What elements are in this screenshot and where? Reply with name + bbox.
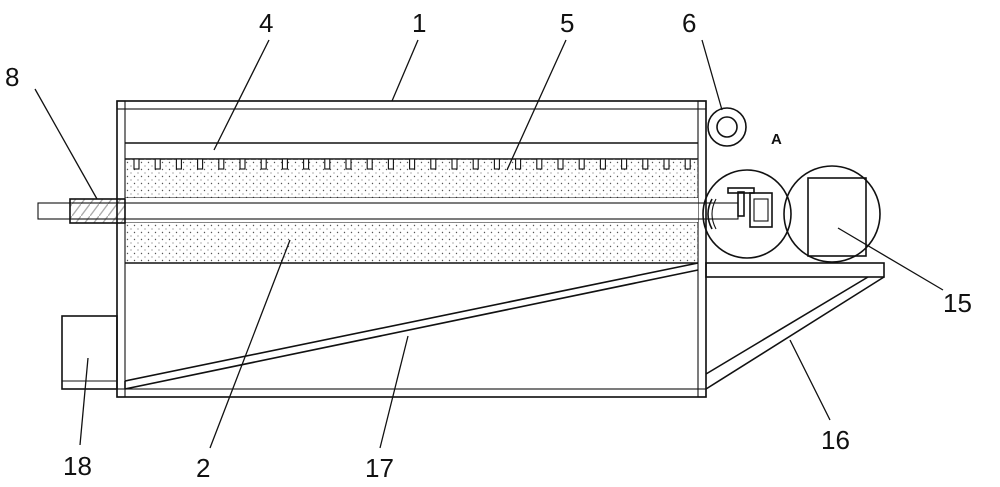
label-A: A — [771, 131, 782, 148]
filter-chamber — [125, 159, 698, 264]
label-1: 1 — [412, 8, 426, 38]
nozzle — [239, 158, 246, 170]
label-8: 8 — [5, 62, 19, 92]
nozzle — [472, 158, 479, 170]
leader-lines — [34, 39, 944, 449]
label-6: 6 — [682, 8, 696, 38]
nozzle — [599, 158, 606, 170]
inclined-plate — [124, 262, 699, 390]
motor — [783, 165, 881, 263]
coupling-detail — [702, 169, 792, 259]
nozzle — [515, 158, 522, 170]
nozzle-row — [133, 158, 691, 170]
nozzle — [642, 158, 649, 170]
label-18: 18 — [63, 451, 92, 481]
support-bracket — [705, 262, 885, 390]
nozzle — [218, 158, 225, 170]
label-16: 16 — [821, 425, 850, 455]
roller — [707, 107, 747, 147]
outlet-pipe — [61, 315, 118, 390]
nozzle — [684, 158, 691, 170]
nozzle — [578, 158, 585, 170]
nozzle — [366, 158, 373, 170]
label-17: 17 — [365, 453, 394, 483]
nozzle — [409, 158, 416, 170]
nozzle — [621, 158, 628, 170]
label-5: 5 — [560, 8, 574, 38]
nozzle — [430, 158, 437, 170]
nozzle — [345, 158, 352, 170]
nozzle — [493, 158, 500, 170]
nozzle — [324, 158, 331, 170]
nozzle — [281, 158, 288, 170]
nozzle — [260, 158, 267, 170]
upper-plate — [125, 142, 698, 160]
nozzle — [387, 158, 394, 170]
label-4: 4 — [259, 8, 273, 38]
label-2: 2 — [196, 453, 210, 483]
nozzle — [133, 158, 140, 170]
nozzle — [663, 158, 670, 170]
nozzle — [175, 158, 182, 170]
nozzle — [154, 158, 161, 170]
housing — [116, 100, 707, 398]
label-15: 15 — [943, 288, 972, 318]
nozzle — [197, 158, 204, 170]
nozzle — [451, 158, 458, 170]
nozzle — [303, 158, 310, 170]
nozzle — [557, 158, 564, 170]
nozzle — [536, 158, 543, 170]
